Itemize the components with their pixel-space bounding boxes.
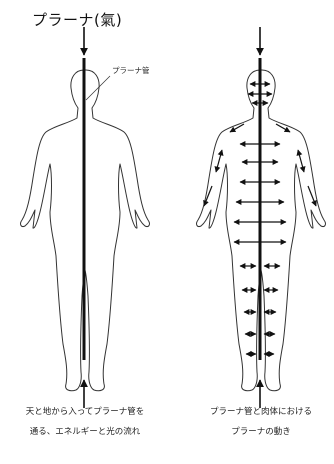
left-caption-line-2: 通る、エネルギーと光の流れ (10, 422, 160, 442)
right-caption: プラーナ管と肉体における プラーナの動き (186, 402, 334, 442)
double-arrow-icon (298, 150, 304, 172)
left-caption: 天と地から入ってプラーナ管を 通る、エネルギーと光の流れ (10, 402, 160, 442)
double-arrow-icon (276, 124, 290, 132)
right-caption-line-2: プラーナの動き (186, 422, 334, 442)
double-arrow-icon (216, 150, 222, 172)
right-caption-line-1: プラーナ管と肉体における (186, 402, 334, 422)
prana-tube-callout: プラーナ管 (112, 65, 150, 75)
left-caption-line-1: 天と地から入ってプラーナ管を (10, 402, 160, 422)
double-arrow-icon (204, 186, 212, 206)
